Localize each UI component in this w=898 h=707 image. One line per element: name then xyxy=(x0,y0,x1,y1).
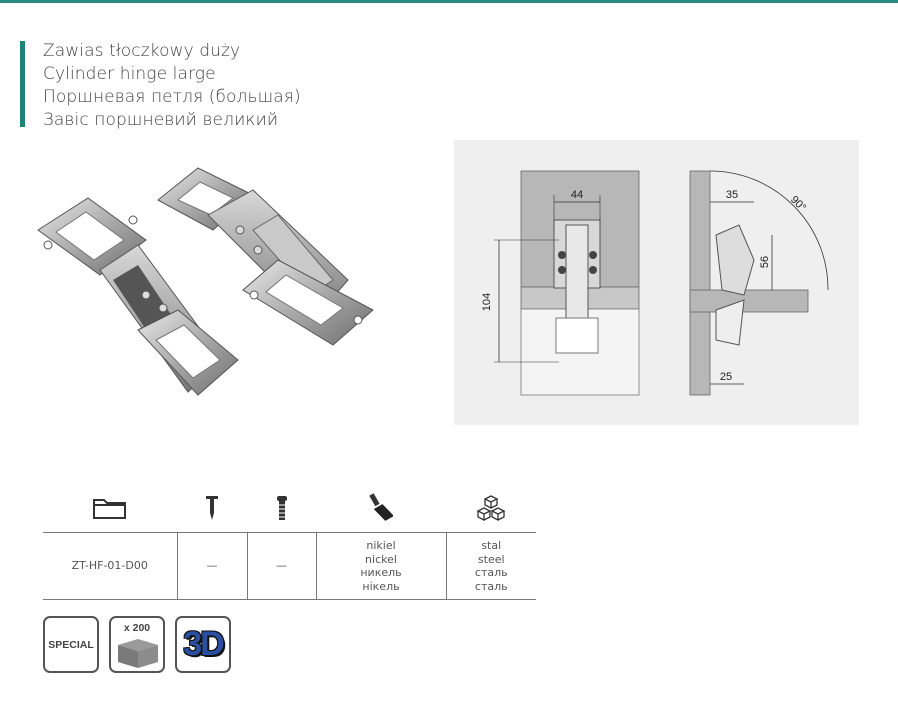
finish-cell: nikiel nickel никель нікель xyxy=(315,532,446,600)
top-accent-line xyxy=(0,0,898,3)
pack-quantity-badge: x 200 xyxy=(109,616,165,673)
box-icon xyxy=(118,639,158,668)
hinge-photo xyxy=(37,167,374,396)
material-pl: stal xyxy=(481,539,502,552)
col3-value: — xyxy=(246,532,316,600)
title-ua: Завіс поршневий великий xyxy=(43,110,279,130)
special-label: SPECIAL xyxy=(48,638,94,651)
badges-row: SPECIAL x 200 3D xyxy=(43,616,231,673)
material-ua: сталь xyxy=(474,579,508,593)
finish-ua: нікель xyxy=(362,579,400,593)
dim-angle-label: 90° xyxy=(788,194,808,214)
dim-44-label: 44 xyxy=(571,189,583,201)
title-ru: Поршневая петля (большая) xyxy=(43,87,301,107)
col2-value: — xyxy=(176,532,247,600)
material-cell: stal steel сталь сталь xyxy=(445,532,536,600)
special-badge: SPECIAL xyxy=(43,616,99,673)
product-code: ZT-HF-01-D00 xyxy=(43,532,177,600)
title-en: Cylinder hinge large xyxy=(43,64,216,84)
dim-25-label: 25 xyxy=(720,371,732,383)
left-hinge xyxy=(37,197,239,396)
3d-label: 3D xyxy=(183,625,224,663)
finish-en: nickel xyxy=(365,552,397,566)
machine-screw-icon xyxy=(247,488,316,533)
finish-ru: никель xyxy=(360,566,402,579)
title-pl: Zawias tłoczkowy duży xyxy=(43,41,241,61)
finish-pl: nikiel xyxy=(366,539,396,552)
technical-drawing: 44 104 35 56 90° 25 xyxy=(454,140,859,425)
pack-qty-label: x 200 xyxy=(123,622,151,634)
paint-brush-icon xyxy=(316,488,446,533)
spec-header-row xyxy=(43,488,536,533)
material-en: steel xyxy=(477,552,505,566)
folder-icon xyxy=(43,488,177,533)
wood-screw-icon xyxy=(177,488,247,533)
product-titles: Zawias tłoczkowy duży Cylinder hinge lar… xyxy=(43,40,301,132)
dim-56-label: 56 xyxy=(759,256,771,268)
spec-table: ZT-HF-01-D00 — — nikiel nickel никель ні… xyxy=(43,488,536,600)
dim-35-label: 35 xyxy=(726,189,738,201)
3d-badge[interactable]: 3D xyxy=(175,616,231,673)
right-hinge xyxy=(157,167,374,346)
title-accent-bar xyxy=(20,41,25,127)
cubes-icon xyxy=(446,488,536,533)
material-ru: сталь xyxy=(474,566,508,579)
spec-data-row: ZT-HF-01-D00 — — nikiel nickel никель ні… xyxy=(43,532,536,600)
dim-104-label: 104 xyxy=(481,293,493,311)
